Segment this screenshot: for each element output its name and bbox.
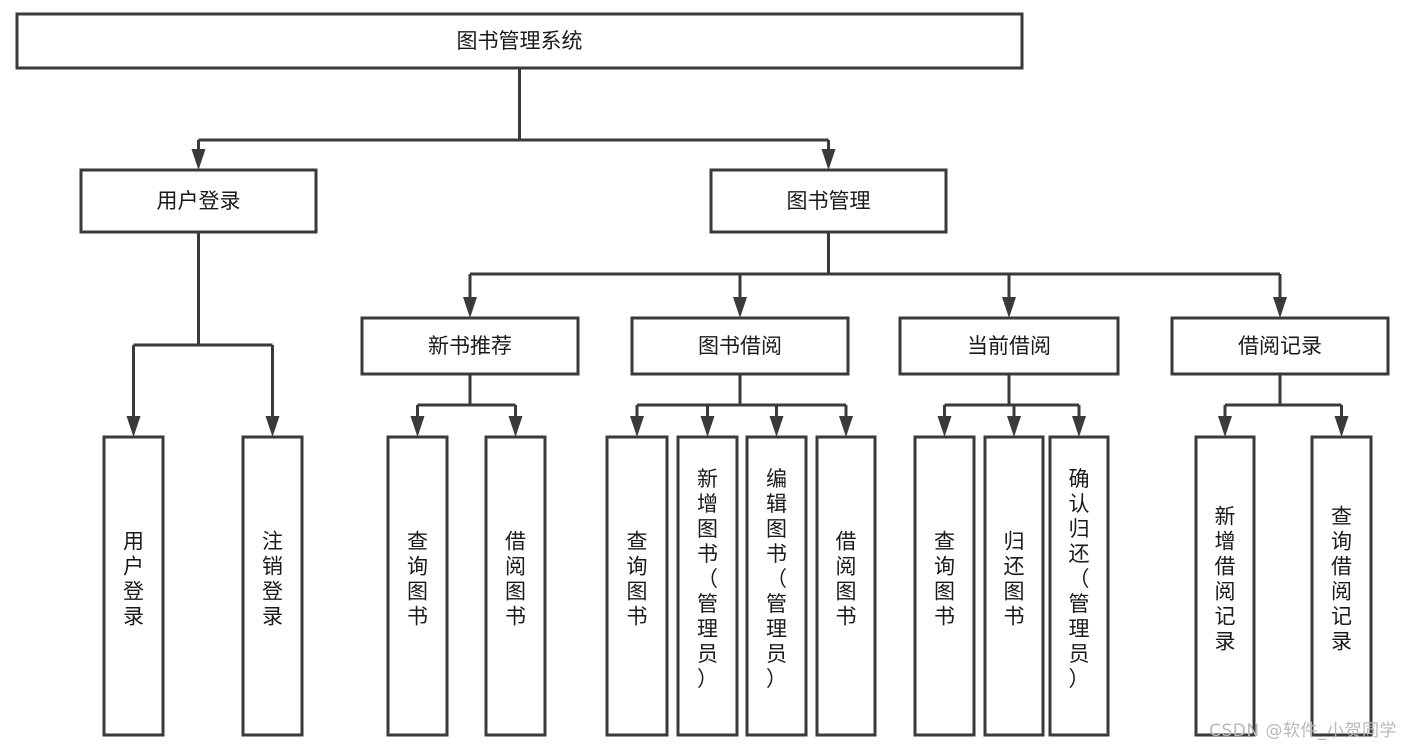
level3-arrow-2-arrowhead bbox=[1002, 297, 1016, 318]
level2-arrow-0-arrowhead bbox=[191, 149, 206, 170]
level2-node-用户登录-rect[interactable] bbox=[79, 168, 318, 234]
leaf-node-0-用户登录[interactable]: 用户登录 bbox=[102, 435, 165, 737]
leaf-node-1-注销登录-rect[interactable] bbox=[241, 435, 304, 737]
leaf-node-9-归还图书-rect[interactable] bbox=[983, 435, 1045, 737]
level2-node-用户登录[interactable]: 用户登录 bbox=[79, 168, 318, 234]
leaf-arrow-1-arrowhead bbox=[265, 416, 280, 437]
leaf-node-10-确认归还（管理员）[interactable]: 确认归还（管理员） bbox=[1048, 435, 1110, 737]
leaf-arrow-2-arrowhead bbox=[410, 416, 425, 437]
level3-node-图书借阅[interactable]: 图书借阅 bbox=[630, 316, 850, 376]
leaf-node-12-查询借阅记录-label: 查询借阅记录 bbox=[1331, 505, 1352, 654]
leaf-arrow-7-arrowhead bbox=[839, 416, 853, 437]
level3-node-当前借阅-label: 当前借阅 bbox=[967, 334, 1051, 358]
leaf-node-1-注销登录[interactable]: 注销登录 bbox=[241, 435, 304, 737]
leaf-node-5-新增图书（管理员）-rect[interactable] bbox=[676, 435, 739, 737]
leaf-node-0-用户登录-rect[interactable] bbox=[102, 435, 165, 737]
leaf-node-10-确认归还（管理员）-rect[interactable] bbox=[1048, 435, 1110, 737]
leaf-node-8-查询图书-rect[interactable] bbox=[913, 435, 976, 737]
leaf-node-3-借阅图书-rect[interactable] bbox=[484, 435, 547, 737]
leaf-node-2-查询图书-rect[interactable] bbox=[386, 435, 449, 737]
watermark-text: CSDN @软件_小贺同学 bbox=[1209, 721, 1397, 741]
leaf-node-2-查询图书[interactable]: 查询图书 bbox=[386, 435, 449, 737]
leaf-arrow-10-arrowhead bbox=[1072, 416, 1086, 437]
leaf-node-11-新增借阅记录-rect[interactable] bbox=[1194, 435, 1256, 737]
leaf-node-9-归还图书-label: 归还图书 bbox=[1004, 530, 1025, 629]
leaf-arrow-11-arrowhead bbox=[1218, 416, 1232, 437]
leaf-arrow-5-arrowhead bbox=[700, 416, 715, 437]
node-boxes: 图书管理系统用户登录图书管理新书推荐图书借阅当前借阅借阅记录用户登录注销登录查询… bbox=[15, 12, 1390, 737]
leaf-node-0-用户登录-label: 用户登录 bbox=[123, 530, 144, 629]
level3-arrow-0-arrowhead bbox=[463, 297, 477, 318]
leaf-node-11-新增借阅记录[interactable]: 新增借阅记录 bbox=[1194, 435, 1256, 737]
leaf-arrow-12-arrowhead bbox=[1334, 416, 1349, 437]
level2-node-用户登录-label: 用户登录 bbox=[157, 189, 241, 213]
leaf-node-9-归还图书[interactable]: 归还图书 bbox=[983, 435, 1045, 737]
level3-node-新书推荐-rect[interactable] bbox=[360, 316, 580, 376]
leaf-node-6-编辑图书（管理员）[interactable]: 编辑图书（管理员） bbox=[745, 435, 808, 737]
level3-node-新书推荐[interactable]: 新书推荐 bbox=[360, 316, 580, 376]
leaf-arrow-8-arrowhead bbox=[937, 416, 952, 437]
level3-node-借阅记录-label: 借阅记录 bbox=[1238, 334, 1322, 358]
leaf-node-8-查询图书[interactable]: 查询图书 bbox=[913, 435, 976, 737]
leaf-node-6-编辑图书（管理员）-label: 编辑图书（管理员） bbox=[766, 467, 787, 691]
level3-node-借阅记录[interactable]: 借阅记录 bbox=[1170, 316, 1390, 376]
root-node-图书管理系统-label: 图书管理系统 bbox=[457, 29, 583, 53]
leaf-node-11-新增借阅记录-label: 新增借阅记录 bbox=[1215, 505, 1236, 654]
root-node-图书管理系统[interactable]: 图书管理系统 bbox=[15, 12, 1024, 70]
leaf-arrow-9-arrowhead bbox=[1007, 416, 1021, 437]
level3-node-借阅记录-rect[interactable] bbox=[1170, 316, 1390, 376]
level3-node-当前借阅-rect[interactable] bbox=[898, 316, 1120, 376]
level2-node-图书管理-rect[interactable] bbox=[709, 168, 948, 234]
level3-arrow-1-arrowhead bbox=[733, 297, 747, 318]
leaf-node-2-查询图书-label: 查询图书 bbox=[407, 530, 428, 629]
leaf-node-6-编辑图书（管理员）-rect[interactable] bbox=[745, 435, 808, 737]
leaf-node-10-确认归还（管理员）-label: 确认归还（管理员） bbox=[1069, 467, 1090, 691]
level2-node-图书管理[interactable]: 图书管理 bbox=[709, 168, 948, 234]
leaf-node-5-新增图书（管理员）-label: 新增图书（管理员） bbox=[697, 467, 718, 691]
leaf-node-3-借阅图书-label: 借阅图书 bbox=[505, 530, 526, 629]
leaf-node-4-查询图书-label: 查询图书 bbox=[627, 530, 648, 629]
leaf-node-5-新增图书（管理员）[interactable]: 新增图书（管理员） bbox=[676, 435, 739, 737]
level3-node-图书借阅-rect[interactable] bbox=[630, 316, 850, 376]
leaf-arrow-4-arrowhead bbox=[630, 416, 644, 437]
leaf-node-7-借阅图书[interactable]: 借阅图书 bbox=[815, 435, 877, 737]
leaf-node-7-借阅图书-rect[interactable] bbox=[815, 435, 877, 737]
level3-node-新书推荐-label: 新书推荐 bbox=[428, 334, 512, 358]
leaf-node-7-借阅图书-label: 借阅图书 bbox=[836, 530, 857, 629]
leaf-node-4-查询图书[interactable]: 查询图书 bbox=[605, 435, 669, 737]
level3-node-当前借阅[interactable]: 当前借阅 bbox=[898, 316, 1120, 376]
level2-node-图书管理-label: 图书管理 bbox=[787, 189, 871, 213]
leaf-node-4-查询图书-rect[interactable] bbox=[605, 435, 669, 737]
connector-lines bbox=[126, 68, 1349, 437]
root-node-图书管理系统-rect[interactable] bbox=[15, 12, 1024, 70]
leaf-node-3-借阅图书[interactable]: 借阅图书 bbox=[484, 435, 547, 737]
leaf-arrow-6-arrowhead bbox=[769, 416, 784, 437]
leaf-node-8-查询图书-label: 查询图书 bbox=[934, 530, 955, 629]
leaf-arrow-3-arrowhead bbox=[508, 416, 523, 437]
leaf-arrow-0-arrowhead bbox=[126, 416, 141, 437]
level3-arrow-3-arrowhead bbox=[1273, 297, 1287, 318]
leaf-node-12-查询借阅记录[interactable]: 查询借阅记录 bbox=[1310, 435, 1373, 737]
level3-node-图书借阅-label: 图书借阅 bbox=[698, 334, 782, 358]
leaf-node-1-注销登录-label: 注销登录 bbox=[262, 530, 283, 629]
level2-arrow-1-arrowhead bbox=[821, 149, 836, 170]
leaf-node-12-查询借阅记录-rect[interactable] bbox=[1310, 435, 1373, 737]
